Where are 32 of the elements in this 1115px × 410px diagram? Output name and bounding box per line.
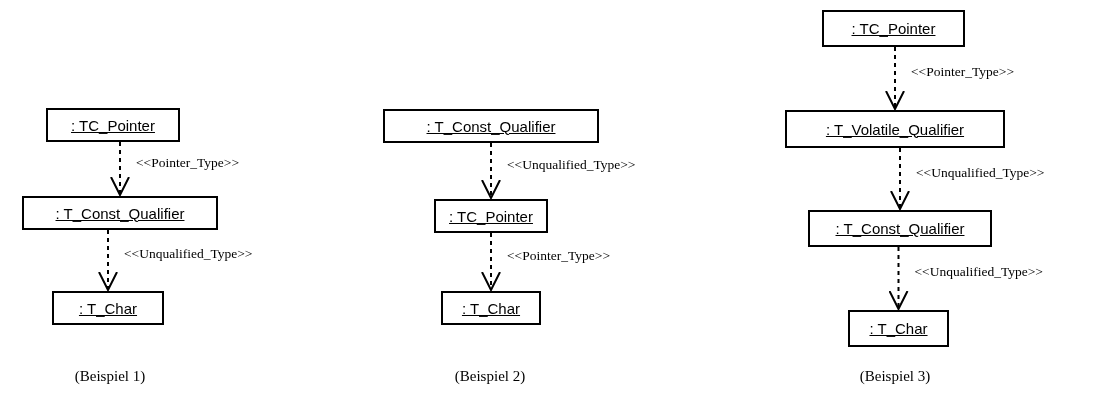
edge-label: <<Unqualified_Type>>: [124, 246, 253, 262]
object-box: [808, 210, 992, 247]
object-name: : TC_Pointer: [851, 20, 936, 37]
object-name: : TC_Pointer: [449, 207, 533, 225]
object-box: [434, 199, 548, 233]
dependency-arrow: [890, 147, 910, 210]
object-box: [785, 110, 1005, 148]
object-name: : T_Const_Qualifier: [835, 220, 965, 237]
dependency-arrow: [481, 232, 501, 291]
object-name: : T_Const_Qualifier: [55, 204, 185, 222]
object-box: [441, 291, 541, 325]
object-name: : T_Volatile_Qualifier: [825, 120, 965, 138]
object-box: [383, 109, 599, 143]
object-box: [46, 108, 180, 142]
object-name: : T_Char: [869, 320, 928, 337]
object-box: [848, 310, 949, 347]
edge-label: <<Unqualified_Type>>: [914, 264, 1043, 280]
object-box: [52, 291, 164, 325]
dependency-arrow: [98, 229, 118, 291]
object-name: : TC_Pointer: [71, 116, 155, 134]
object-box: [822, 10, 965, 47]
caption: (Beispiel 2): [454, 368, 526, 385]
object-name: : T_Char: [461, 299, 521, 317]
caption: (Beispiel 3): [859, 368, 931, 385]
caption: (Beispiel 1): [74, 368, 146, 385]
dependency-arrow: [885, 46, 905, 110]
dependency-arrow: [888, 246, 909, 310]
dependency-arrow: [481, 142, 501, 199]
object-name: : T_Const_Qualifier: [426, 117, 556, 135]
dependency-arrow: [110, 141, 130, 196]
object-name: : T_Char: [78, 299, 138, 317]
object-box: [22, 196, 218, 230]
